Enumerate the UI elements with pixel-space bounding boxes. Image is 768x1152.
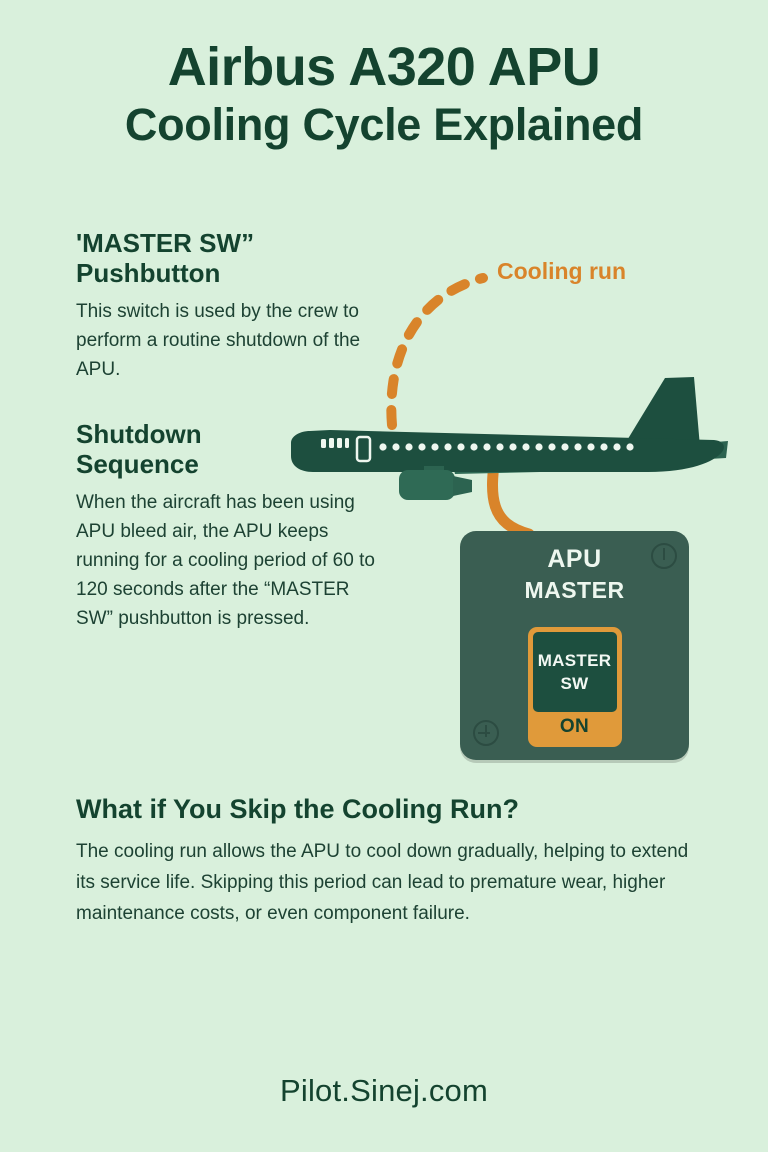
bottom-section-heading: What if You Skip the Cooling Run? bbox=[76, 794, 519, 824]
apu-master-panel[interactable]: APU MASTER MASTER SW ON bbox=[460, 531, 689, 760]
cooling-run-connector-curve bbox=[487, 440, 535, 540]
engine-nacelle bbox=[399, 470, 455, 500]
engine-pylon bbox=[424, 466, 444, 478]
pushbutton-legend: MASTER SW bbox=[532, 632, 617, 712]
phillips-screw-icon bbox=[473, 720, 499, 746]
shutdown-heading-line-2: Sequence bbox=[76, 449, 199, 480]
passenger-windows bbox=[379, 443, 634, 451]
wing bbox=[452, 455, 565, 474]
section-body-master-sw: This switch is used by the crew to perfo… bbox=[76, 301, 361, 381]
cooling-run-dashed-arc bbox=[386, 273, 488, 430]
apu-panel-title: APU bbox=[547, 545, 602, 573]
engine-exhaust bbox=[453, 476, 472, 496]
pushbutton-legend-line-2: SW bbox=[560, 674, 589, 693]
pushbutton-legend-line-1: MASTER bbox=[537, 651, 612, 670]
bottom-section: What if You Skip the Cooling Run? The co… bbox=[76, 793, 694, 930]
bottom-section-body: The cooling run allows the APU to cool d… bbox=[76, 841, 689, 924]
section-heading-shutdown-sequence: Shutdown Sequence bbox=[76, 419, 376, 479]
master-sw-pushbutton[interactable]: MASTER SW ON bbox=[527, 627, 622, 747]
section-body-shutdown-sequence: When the aircraft has been using APU ble… bbox=[76, 492, 375, 629]
vertical-stabilizer bbox=[623, 377, 700, 447]
apu-panel-subtitle: MASTER bbox=[524, 576, 625, 603]
horizontal-stabilizer bbox=[640, 441, 728, 463]
cooling-run-label: Cooling run bbox=[497, 258, 627, 284]
page-title: Airbus A320 APU Cooling Cycle Explained bbox=[0, 38, 768, 151]
pushbutton-status-label: ON bbox=[559, 716, 590, 737]
section-heading-line-1: 'MASTER SW” bbox=[76, 228, 255, 258]
title-line-2: Cooling Cycle Explained bbox=[124, 99, 644, 151]
section-heading-master-sw: 'MASTER SW” Pushbutton bbox=[76, 228, 376, 288]
section-spacer bbox=[76, 385, 376, 419]
section-heading-line-2: Pushbutton bbox=[76, 258, 221, 289]
shutdown-heading-line-1: Shutdown bbox=[76, 418, 202, 449]
title-line-1: Airbus A320 APU bbox=[167, 37, 601, 97]
stabilizer-highlight bbox=[652, 442, 722, 456]
left-text-column: 'MASTER SW” Pushbutton This switch is us… bbox=[76, 228, 376, 634]
footer-site-name: Pilot.Sinej.com bbox=[279, 1073, 489, 1108]
slotted-screw-icon bbox=[651, 543, 677, 569]
pushbutton-status-band: ON bbox=[533, 712, 617, 742]
